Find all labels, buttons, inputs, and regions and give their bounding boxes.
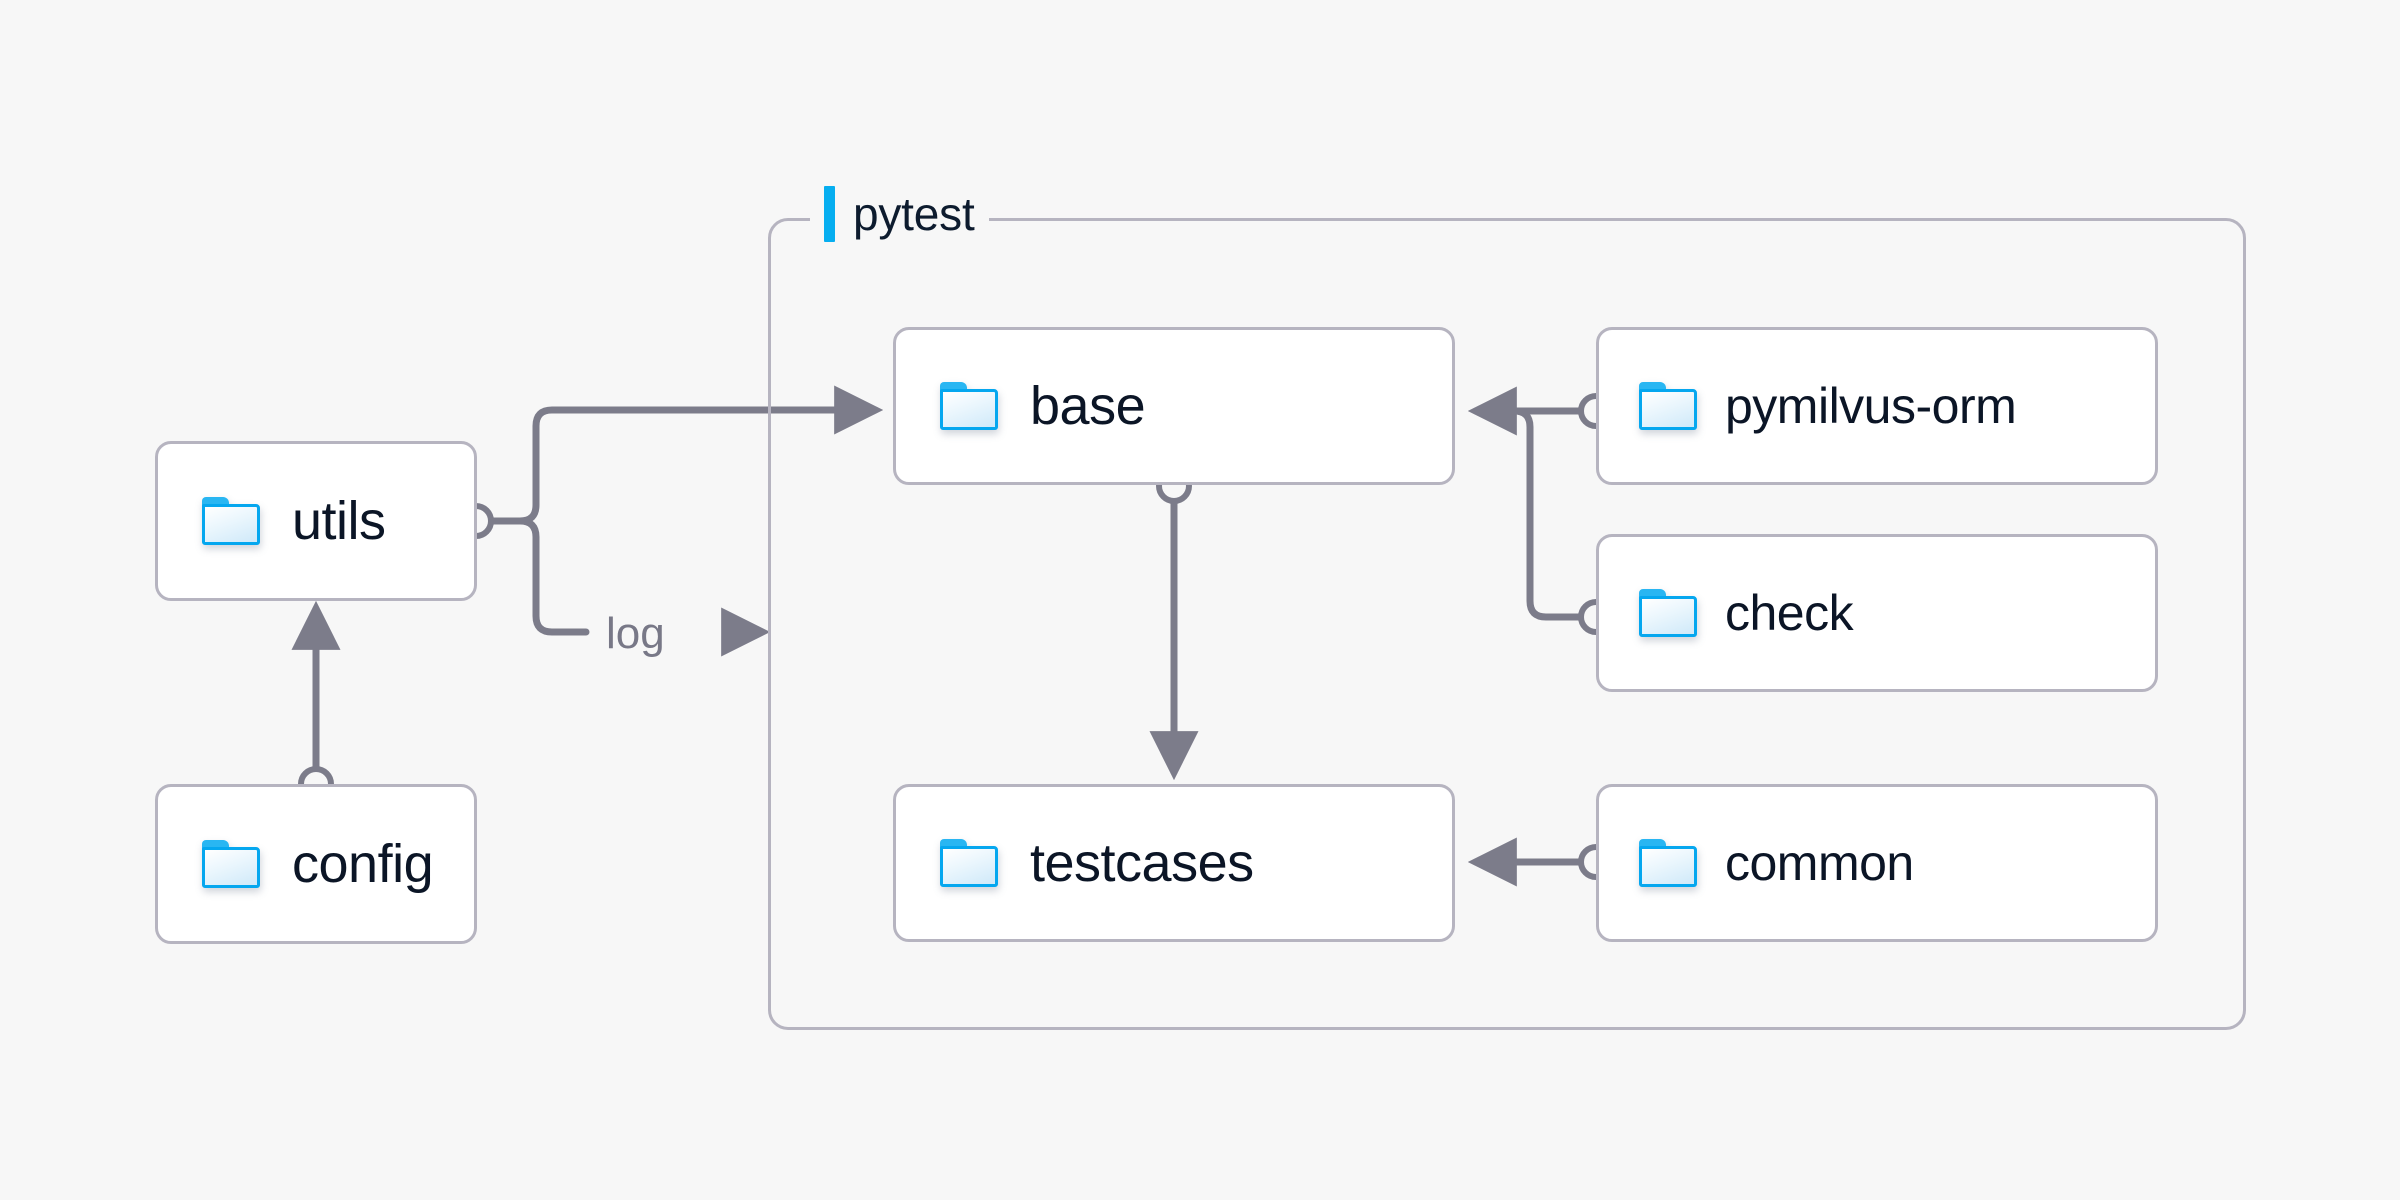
node-utils[interactable]: utils [155,441,477,601]
node-label: pymilvus-orm [1725,378,2017,434]
folder-icon [202,497,260,545]
folder-icon [940,839,998,887]
node-testcases[interactable]: testcases [893,784,1455,942]
folder-icon [940,382,998,430]
edge-label-log: log [606,609,665,658]
folder-icon [1639,589,1697,637]
node-label: config [292,834,434,894]
folder-icon [1639,382,1697,430]
folder-icon [1639,839,1697,887]
node-label: base [1030,376,1146,436]
edge-utils-to-log [486,517,590,636]
group-accent-bar [824,186,835,242]
node-config[interactable]: config [155,784,477,944]
group-label-text: pytest [853,188,975,240]
node-base[interactable]: base [893,327,1455,485]
node-label: check [1725,585,1854,641]
folder-icon [202,840,260,888]
node-label: utils [292,491,386,551]
node-common[interactable]: common [1596,784,2158,942]
pytest-group-label: pytest [810,186,989,242]
pytest-group-container[interactable] [768,218,2246,1030]
node-label: common [1725,835,1914,891]
node-check[interactable]: check [1596,534,2158,692]
node-label: testcases [1030,833,1254,893]
node-pymilvus-orm[interactable]: pymilvus-orm [1596,327,2158,485]
